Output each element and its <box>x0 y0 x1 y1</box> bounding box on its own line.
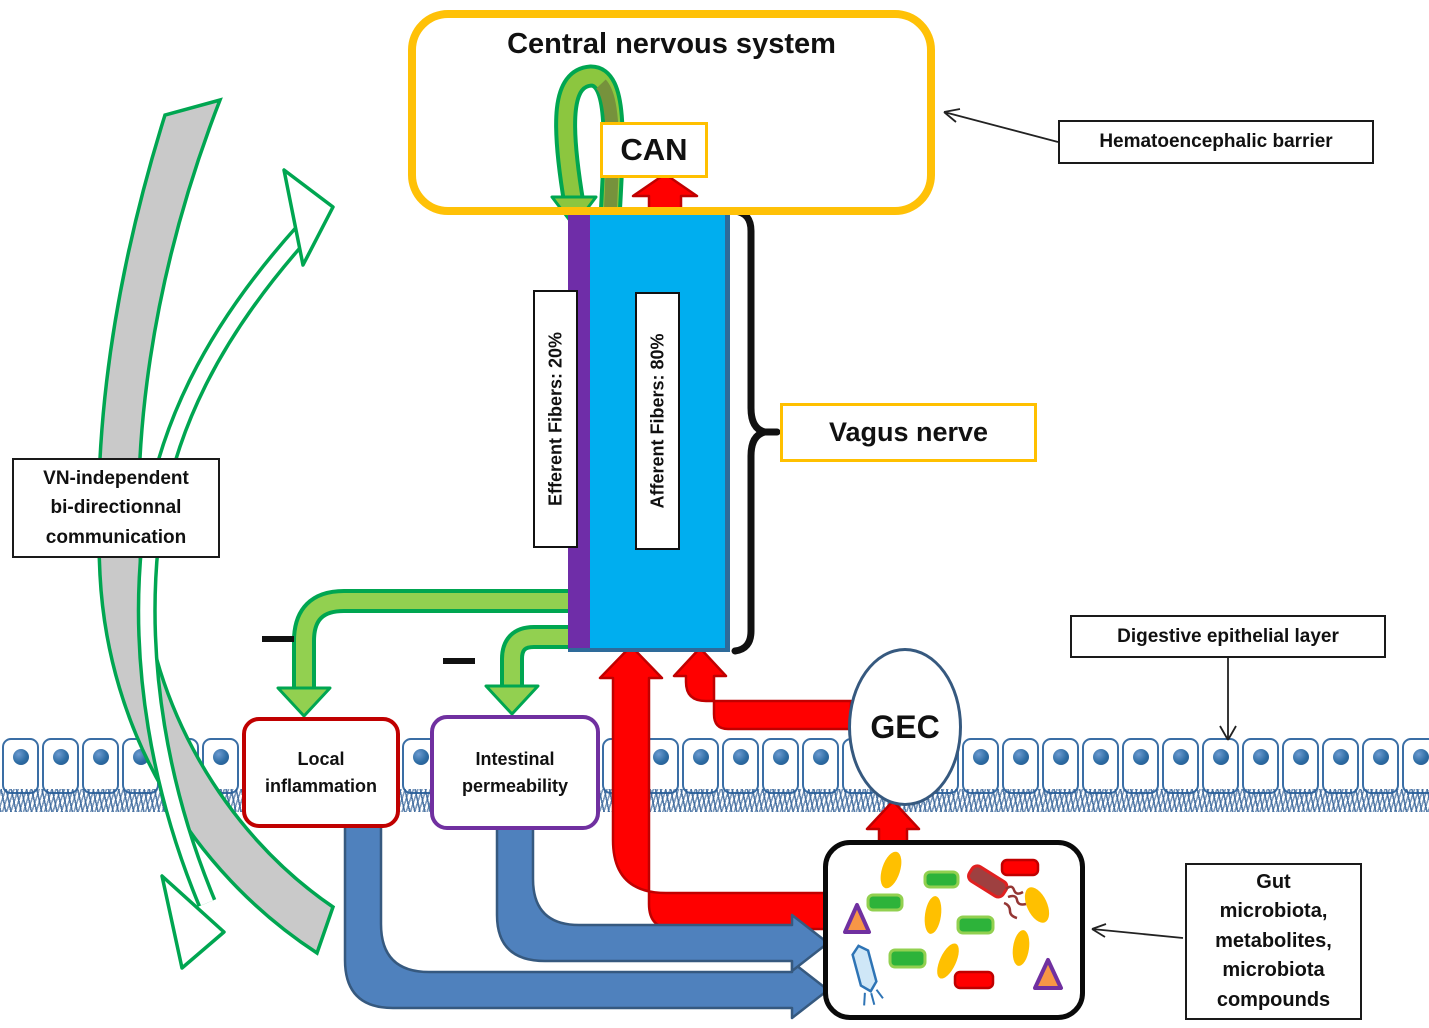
inhibition-minus-icon <box>443 658 475 664</box>
efferent-arrow-intestinal-permeability <box>484 625 568 716</box>
vn-line-2: bi-directionnal <box>50 497 182 519</box>
cns-title: Central nervous system <box>507 28 836 60</box>
flagellated-bacterium-icon <box>967 864 1027 920</box>
epithelial-cell <box>1122 738 1159 794</box>
vagus-nerve-label: Vagus nerve <box>828 417 989 447</box>
epithelial-cell <box>1202 738 1239 794</box>
yellow-microbe-icon <box>880 851 1050 979</box>
gut-microbiota-box <box>823 840 1085 1020</box>
intestinal-line-1: Intestinal <box>475 749 555 770</box>
gec-node: GEC <box>848 648 962 806</box>
vn-line-3: communication <box>45 526 187 548</box>
arrowhead-up-icon <box>282 168 335 267</box>
arrowhead-down-icon <box>160 874 226 970</box>
gut-microbiota-label: Gut microbiota, metabolites, microbiota … <box>1185 863 1362 1020</box>
gut-microbiota-pointer-arrow <box>1091 923 1184 939</box>
digestive-text: Digestive epithelial layer <box>1117 625 1339 647</box>
gut-line-5: compounds <box>1216 988 1331 1011</box>
gec-label: GEC <box>870 708 940 745</box>
afferent-fibers-label: Afferent Fibers: 80% <box>647 333 667 509</box>
phage-icon <box>851 944 884 1006</box>
hematoencephalic-text: Hematoencephalic barrier <box>1099 131 1333 152</box>
intestinal-line-2: permeability <box>461 775 569 796</box>
vn-line-1: VN-independent <box>43 467 189 489</box>
epithelial-cell <box>802 738 839 794</box>
epithelial-cell <box>1082 738 1119 794</box>
red-bacterium-icon <box>953 858 1040 990</box>
gut-line-3: metabolites, <box>1215 929 1332 952</box>
gut-line-2: microbiota, <box>1219 900 1328 923</box>
epithelial-cell <box>1002 738 1039 794</box>
vagus-nerve-label-box: Vagus nerve <box>780 403 1037 462</box>
epithelial-cell <box>762 738 799 794</box>
microbe-shapes <box>843 851 1063 1006</box>
intestinal-permeability-to-microbiota-arrow <box>495 826 830 973</box>
local-line-1: Local <box>297 749 345 770</box>
vn-independent-label: VN-independent bi-directionnal communica… <box>12 458 220 558</box>
efferent-fibers-label: Efferent Fibers: 20% <box>545 331 565 507</box>
inhibition-minus-icon <box>262 636 294 642</box>
arrowhead-down-icon <box>276 686 332 718</box>
hematoencephalic-barrier-label: Hematoencephalic barrier <box>1058 120 1374 164</box>
epithelial-cell <box>1362 738 1399 794</box>
local-inflammation-to-microbiota-arrow <box>343 824 830 1020</box>
arrowhead-down-icon <box>484 684 540 716</box>
epithelial-cell <box>682 738 719 794</box>
local-line-2: inflammation <box>264 775 377 796</box>
central-nervous-system-box <box>408 10 935 215</box>
efferent-fibers-label-box: Efferent Fibers: 20% <box>533 290 578 548</box>
epithelial-cell <box>1322 738 1359 794</box>
hematoencephalic-pointer-arrow <box>943 108 1059 143</box>
triangle-microbe-icon <box>843 903 1063 990</box>
microbiota-to-vagus-arrow <box>598 644 834 931</box>
gut-line-1: Gut <box>1256 870 1291 893</box>
epithelial-cell <box>2 738 39 794</box>
vagus-brace-icon <box>731 207 781 655</box>
intestinal-permeability-node: Intestinal permeability <box>430 715 600 830</box>
local-inflammation-node: Local inflammation <box>242 717 400 828</box>
green-bacterium-icon <box>866 870 995 969</box>
gec-to-vagus-arrow <box>672 646 853 731</box>
efferent-arrow-local-inflammation <box>276 589 568 718</box>
digestive-layer-pointer-arrow <box>1219 658 1237 741</box>
can-label: CAN <box>620 132 688 167</box>
can-box: CAN <box>600 122 708 178</box>
afferent-fibers-label-box: Afferent Fibers: 80% <box>635 292 680 550</box>
gut-line-4: microbiota <box>1222 959 1325 982</box>
epithelial-cell <box>82 738 119 794</box>
digestive-epithelial-layer-label: Digestive epithelial layer <box>1070 615 1386 658</box>
